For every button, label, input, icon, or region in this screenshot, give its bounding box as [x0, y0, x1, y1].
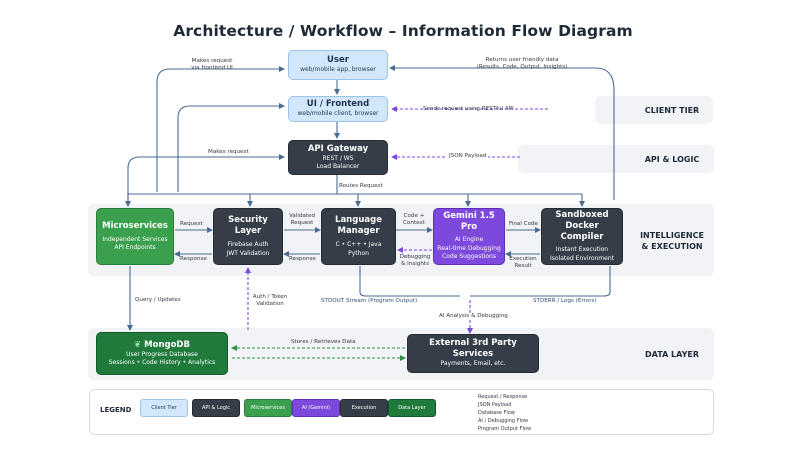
tier-label-client: CLIENT TIER — [644, 106, 700, 115]
tier-label-data: DATA LAYER — [645, 350, 699, 359]
label-stdout: STDOUT Stream (Program Output) — [321, 298, 418, 304]
api-tier-band — [518, 145, 714, 173]
edge-routes-request-bus — [128, 175, 582, 195]
label-json-payload: JSON Payload — [447, 153, 489, 160]
node-mongodb[interactable]: ❦ MongoDB User Progress Database Session… — [96, 332, 228, 375]
edge-makes-request-ui — [156, 66, 285, 192]
legend-line-json: JSON Payload — [478, 402, 512, 408]
label-debugging-insights: Debugging & Insights — [399, 254, 431, 267]
legend-swatch-microservices: Microservices — [244, 399, 292, 417]
legend-swatch-ai: AI (Gemini) — [292, 399, 340, 417]
label-stderr: STDERR / Logs (Errors) — [533, 298, 597, 304]
label-auth-token: Auth / Token Validation — [252, 294, 288, 307]
legend-swatch-api: API & Logic — [192, 399, 240, 417]
node-frontend[interactable]: UI / Frontend web/mobile client, browser — [288, 96, 388, 122]
legend-swatch-execution: Execution — [340, 399, 388, 417]
label-code-context: Code + Context — [403, 213, 425, 226]
label-validated-request: Validated Request — [288, 213, 316, 226]
client-tier-band — [595, 96, 713, 124]
node-external-services[interactable]: External 3rd Party Services Payments, Em… — [407, 334, 539, 373]
legend-line-ai: AI / Debugging Flow — [478, 418, 529, 424]
legend-swatch-client: Client Tier — [140, 399, 188, 417]
legend-line-database: Database Flow — [478, 410, 515, 416]
leaf-icon: ❦ — [134, 339, 142, 350]
label-stores-retrieves: Stores / Retrieves Data — [291, 339, 356, 345]
legend-title: LEGEND — [100, 406, 132, 414]
label-makes-request-ui: Makes request via frontend UI — [191, 58, 233, 71]
edge-returns-data — [389, 65, 615, 200]
legend-line-output: Program Output Flow — [478, 426, 532, 432]
legend-line-request: Request / Response — [478, 394, 528, 400]
node-microservices[interactable]: Microservices Independent Services API E… — [96, 208, 174, 265]
edge-to-frontend-left — [177, 103, 285, 192]
edge-makes-request-gateway — [127, 154, 285, 200]
edge-stderr — [470, 266, 611, 297]
label-ai-analysis: AI Analysis & Debugging — [437, 313, 510, 320]
label-final-code: Final Code — [509, 221, 538, 227]
node-gemini[interactable]: Gemini 1.5 Pro AI Engine Real-time Debug… — [433, 208, 505, 265]
label-makes-request: Makes request — [208, 149, 249, 155]
label-restful: Sends request using RESTful API — [423, 106, 514, 112]
label-response-left: Response — [180, 256, 207, 262]
label-execution-result: Execution Result — [509, 256, 537, 269]
label-query-updates: Query / Updates — [135, 297, 181, 303]
label-response-mid: Response — [289, 256, 316, 262]
node-language-manager[interactable]: Language Manager C • C++ • Java Python — [321, 208, 396, 265]
label-returns-data: Returns user friendly data (Results, Cod… — [476, 57, 568, 70]
label-routes-request: Routes Request — [339, 183, 383, 189]
node-api-gateway[interactable]: API Gateway REST / WS Load Balancer — [288, 140, 388, 175]
label-request: Request — [180, 221, 203, 227]
legend-swatch-data: Data Layer — [388, 399, 436, 417]
node-user[interactable]: User web/mobile app, browser — [288, 50, 388, 80]
edge-stdout — [359, 266, 460, 297]
node-security-layer[interactable]: Security Layer Firebase Auth JWT Validat… — [213, 208, 283, 265]
node-sandbox-compiler[interactable]: Sandboxed Docker Compiler Instant Execut… — [541, 208, 623, 265]
tier-label-intelligence: INTELLIGENCE & EXECUTION — [640, 231, 704, 251]
diagram-title: Architecture / Workflow – Information Fl… — [173, 22, 633, 40]
tier-label-api: API & LOGIC — [644, 155, 700, 164]
